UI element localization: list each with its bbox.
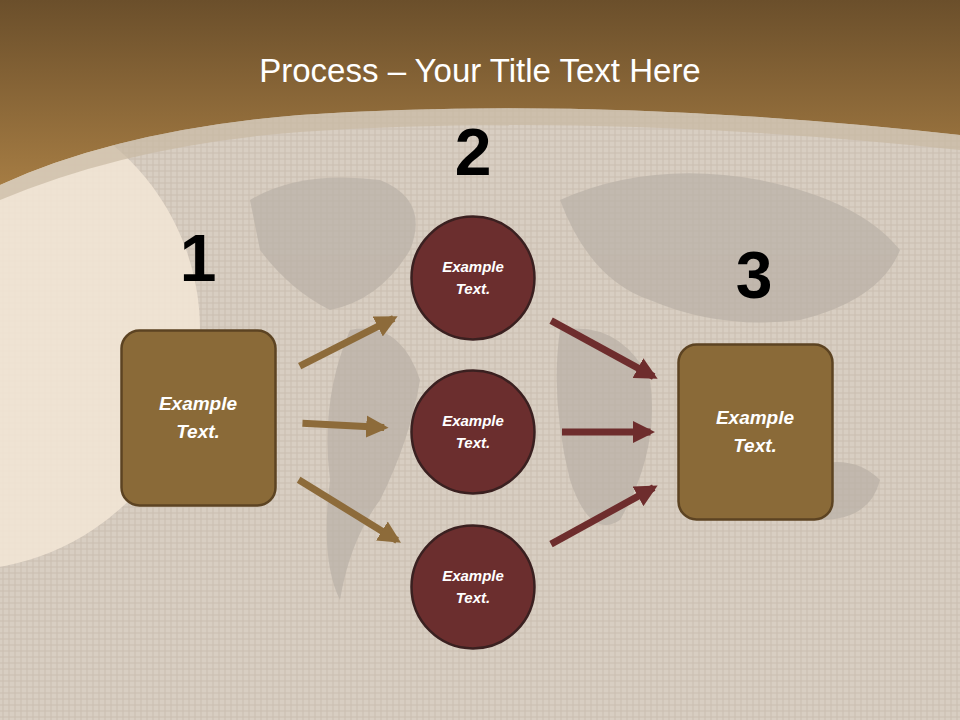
box-outline xyxy=(120,329,277,507)
node-text: Example Text. xyxy=(428,256,518,300)
callout-number: 2 xyxy=(455,119,492,185)
callout-number: 1 xyxy=(180,225,217,291)
callout-number: 3 xyxy=(736,242,773,308)
header-band xyxy=(0,0,960,185)
node-text: Example Text. xyxy=(428,410,518,454)
flow-arrow xyxy=(299,480,398,541)
flow-arrow xyxy=(551,321,654,377)
header-edge xyxy=(0,108,960,200)
process-circle: Example Text. xyxy=(410,369,536,495)
circle-outline xyxy=(410,524,536,650)
process-circle: Example Text. xyxy=(410,524,536,650)
circle-outline xyxy=(410,215,536,341)
process-box: Example Text. xyxy=(120,329,277,507)
process-circle: Example Text. xyxy=(410,215,536,341)
box-outline xyxy=(677,343,834,521)
flow-arrow xyxy=(551,488,654,544)
node-text: Example Text. xyxy=(695,404,815,459)
world-map xyxy=(250,173,900,600)
flow-arrow xyxy=(302,423,384,427)
circle-outline xyxy=(410,369,536,495)
node-text: Example Text. xyxy=(428,565,518,609)
process-box: Example Text. xyxy=(677,343,834,521)
flow-arrow xyxy=(562,429,651,436)
flow-arrow xyxy=(300,318,394,366)
node-text: Example Text. xyxy=(138,390,258,445)
slide-title: Process – Your Title Text Here xyxy=(0,52,960,90)
